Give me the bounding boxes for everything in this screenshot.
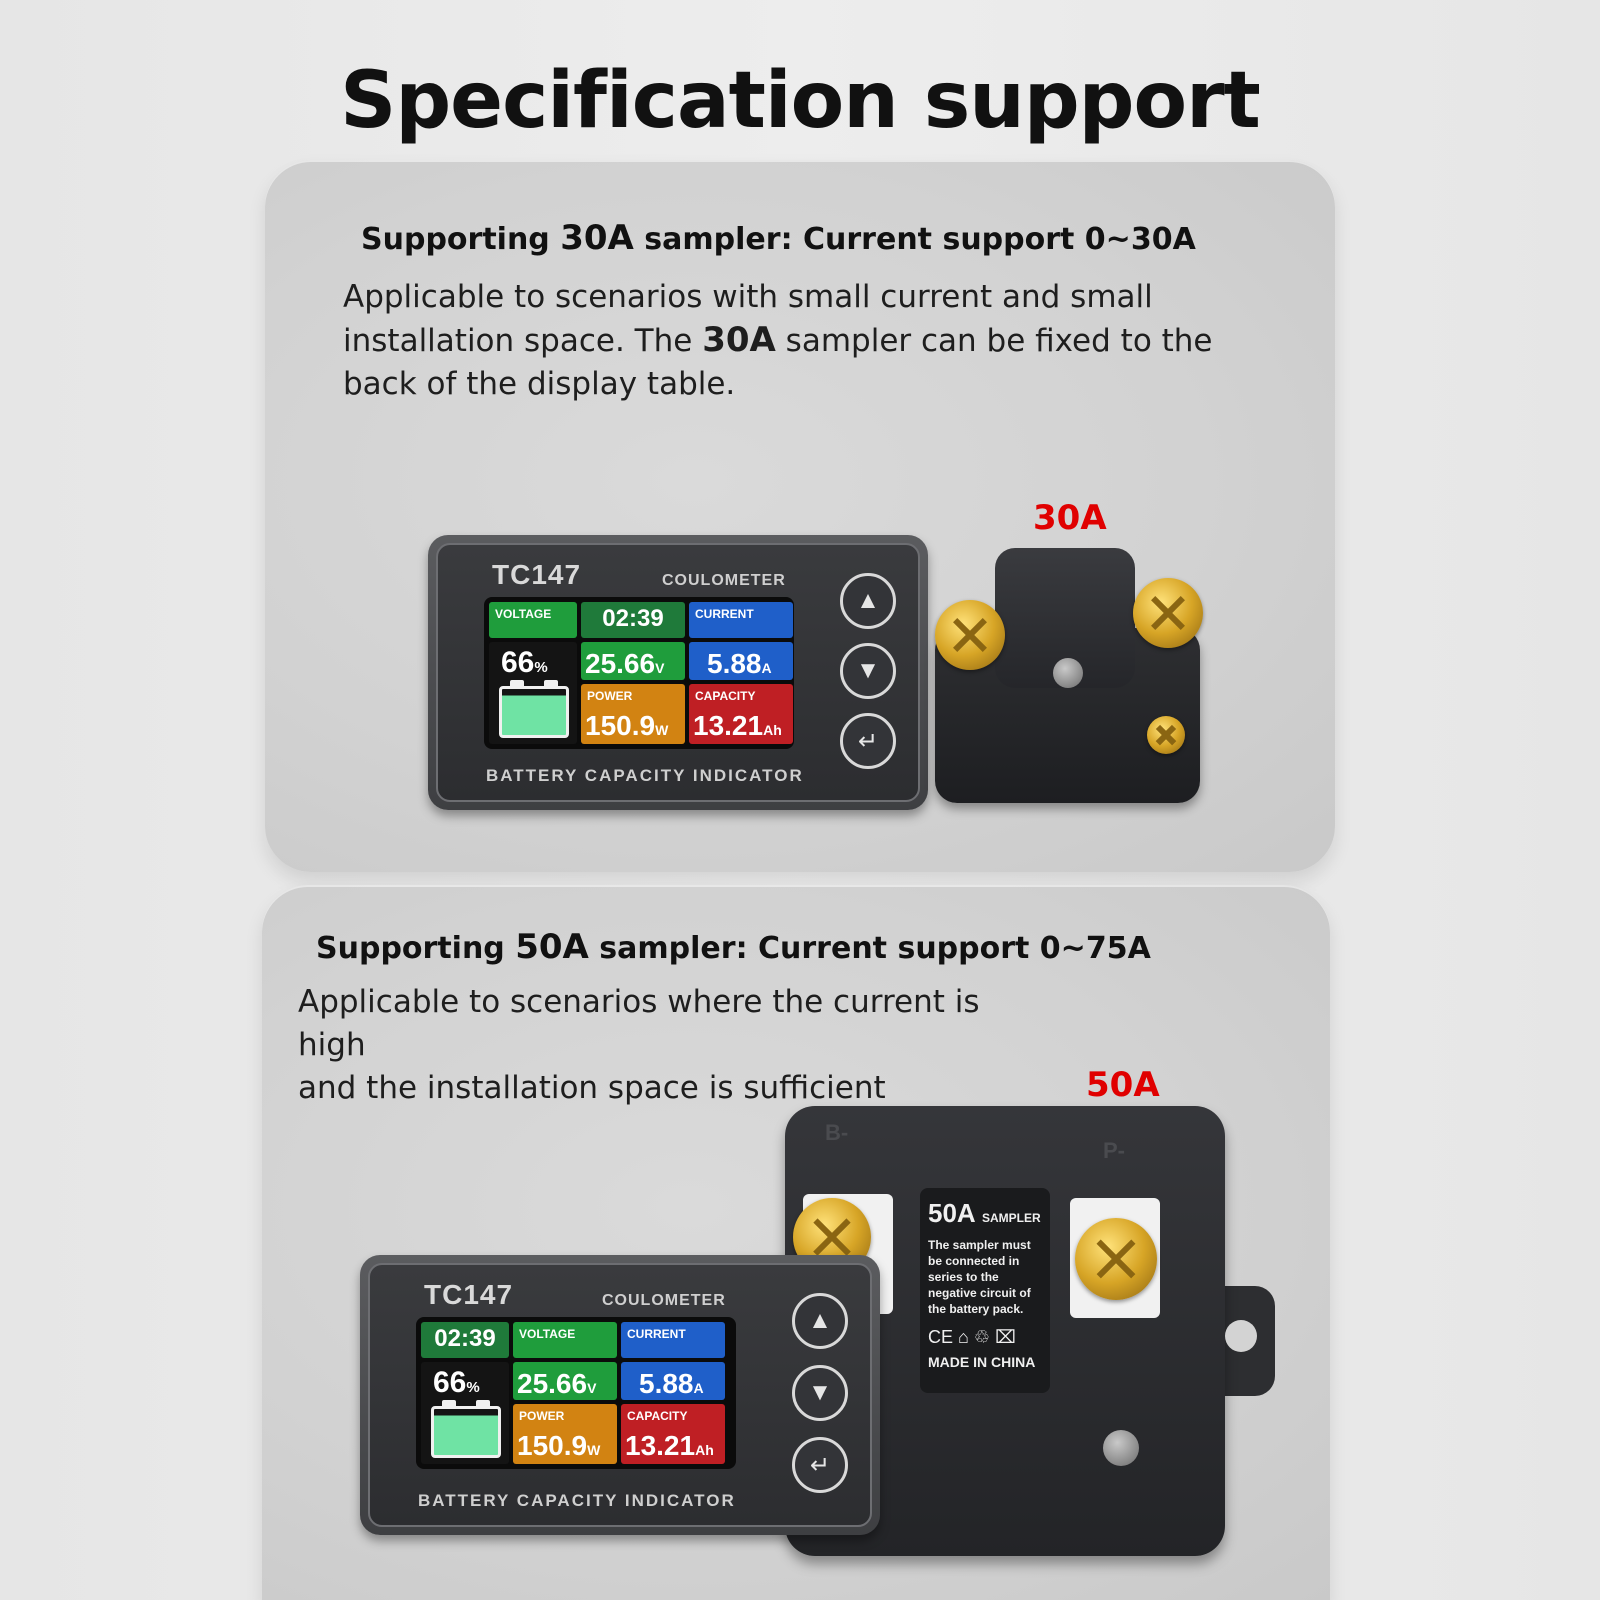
up-button[interactable]: ▲ [840, 573, 896, 629]
label-made-in: MADE IN CHINA [928, 1354, 1036, 1370]
power-label: POWER [587, 689, 633, 703]
meter-model: TC147 [424, 1279, 514, 1310]
power-tile: POWER 150.9W [513, 1404, 617, 1464]
current-value: 5.88A [707, 648, 772, 679]
battery-panel: 66% [421, 1362, 509, 1464]
section-30a-description: Applicable to scenarios with small curre… [343, 276, 1263, 406]
emboss-b-minus: B- [825, 1120, 849, 1145]
power-value: 150.9W [517, 1430, 601, 1461]
voltage-value: 25.66V [585, 648, 665, 679]
current-tile: CURRENT [621, 1322, 725, 1358]
gold-bolt-icon [935, 600, 1005, 670]
battery-percent: 66% [501, 646, 548, 679]
screw-icon [1103, 1430, 1139, 1466]
gold-bolt-icon [1133, 578, 1203, 648]
label-text: The sampler must be connected in series … [928, 1238, 1031, 1316]
current-tile: CURRENT [689, 602, 793, 638]
meter-buttons: ▲ ▼ ↵ [840, 573, 896, 769]
desc-bold: 30A [702, 320, 776, 360]
tag-30a: 30A [1033, 498, 1107, 538]
meter-type: COULOMETER [662, 572, 786, 589]
power-value: 150.9W [585, 710, 669, 741]
meter-device-2: TC147 COULOMETER 02:39 VOLTAGE CURRENT 6… [360, 1255, 880, 1535]
emboss-p-minus: P- [1103, 1138, 1125, 1163]
meter-model: TC147 [492, 559, 582, 590]
mid-column: 25.66V POWER 150.9W [581, 642, 685, 744]
heading-suffix: sampler: Current support 0~30A [633, 222, 1196, 257]
mount-hole-icon [1225, 1320, 1257, 1352]
screen-time: 02:39 [581, 602, 685, 638]
desc-line1: Applicable to scenarios where the curren… [298, 984, 980, 1063]
tag-50a: 50A [1086, 1065, 1160, 1105]
page-title: Specification support [340, 56, 1261, 146]
meter-type: COULOMETER [602, 1292, 726, 1309]
current-label: CURRENT [695, 607, 754, 621]
enter-button[interactable]: ↵ [840, 713, 896, 769]
voltage-value-tile: 25.66V [513, 1362, 617, 1400]
battery-icon [431, 1400, 501, 1458]
current-value: 5.88A [639, 1368, 704, 1399]
capacity-value: 13.21Ah [625, 1430, 714, 1461]
section-50a-heading: Supporting 50A sampler: Current support … [316, 927, 1151, 967]
meter-footer: BATTERY CAPACITY INDICATOR [486, 766, 804, 785]
current-label: CURRENT [627, 1327, 686, 1341]
voltage-value: 25.66V [517, 1368, 597, 1399]
capacity-tile: CAPACITY 13.21Ah [621, 1404, 725, 1464]
voltage-tile: VOLTAGE [489, 602, 577, 638]
current-value-tile: 5.88A [689, 642, 793, 680]
screen-time: 02:39 [421, 1322, 509, 1358]
label-title: 50A SAMPLER [928, 1198, 1041, 1228]
gold-bolt-icon [1075, 1218, 1157, 1300]
mid-column: 25.66V POWER 150.9W [513, 1362, 617, 1464]
battery-icon [499, 680, 569, 738]
battery-panel: 66% [489, 642, 577, 744]
voltage-label: VOLTAGE [519, 1327, 576, 1341]
heading-value: 50A [515, 927, 589, 967]
capacity-tile: CAPACITY 13.21Ah [689, 684, 793, 744]
right-column: 5.88A CAPACITY 13.21Ah [621, 1362, 725, 1464]
meter-device-1: TC147 COULOMETER 02:39 VOLTAGE CURRENT 6… [428, 535, 928, 810]
down-button[interactable]: ▼ [792, 1365, 848, 1421]
enter-button[interactable]: ↵ [792, 1437, 848, 1493]
heading-prefix: Supporting [316, 931, 516, 966]
voltage-tile: VOLTAGE [513, 1322, 617, 1358]
heading-suffix: sampler: Current support 0~75A [588, 931, 1151, 966]
power-tile: POWER 150.9W [581, 684, 685, 744]
meter-screen: 02:39 VOLTAGE CURRENT 66% 25.66V POWER 1… [484, 597, 794, 749]
down-button[interactable]: ▼ [840, 643, 896, 699]
sampler-50a-label: 50A SAMPLER The sampler must be connecte… [920, 1188, 1050, 1393]
voltage-value-tile: 25.66V [581, 642, 685, 680]
current-value-tile: 5.88A [621, 1362, 725, 1400]
sampler-30a [935, 548, 1203, 803]
heading-value: 30A [560, 218, 634, 258]
meter-screen: 02:39 VOLTAGE CURRENT 66% 25.66V POWER 1… [416, 1317, 736, 1469]
voltage-label: VOLTAGE [495, 607, 552, 621]
up-button[interactable]: ▲ [792, 1293, 848, 1349]
right-column: 5.88A CAPACITY 13.21Ah [689, 642, 793, 744]
gold-bolt-icon [1147, 716, 1185, 754]
power-label: POWER [519, 1409, 565, 1423]
meter-buttons: ▲ ▼ ↵ [792, 1293, 848, 1493]
desc-part2: sampler can be fixed to the back of the … [343, 323, 1213, 402]
desc-line2: and the installation space is sufficient [298, 1070, 886, 1106]
certification-marks-icon: CE ⌂ ♲ ⌧ [928, 1327, 1016, 1347]
heading-prefix: Supporting [361, 222, 561, 257]
capacity-value: 13.21Ah [693, 710, 782, 741]
section-50a-description: Applicable to scenarios where the curren… [298, 981, 1018, 1110]
capacity-label: CAPACITY [627, 1409, 688, 1423]
section-30a-heading: Supporting 30A sampler: Current support … [361, 218, 1196, 258]
meter-footer: BATTERY CAPACITY INDICATOR [418, 1491, 736, 1510]
capacity-label: CAPACITY [695, 689, 756, 703]
battery-percent: 66% [433, 1366, 480, 1399]
screw-icon [1053, 658, 1083, 688]
desc-part1: Applicable to scenarios with small curre… [343, 279, 1153, 359]
